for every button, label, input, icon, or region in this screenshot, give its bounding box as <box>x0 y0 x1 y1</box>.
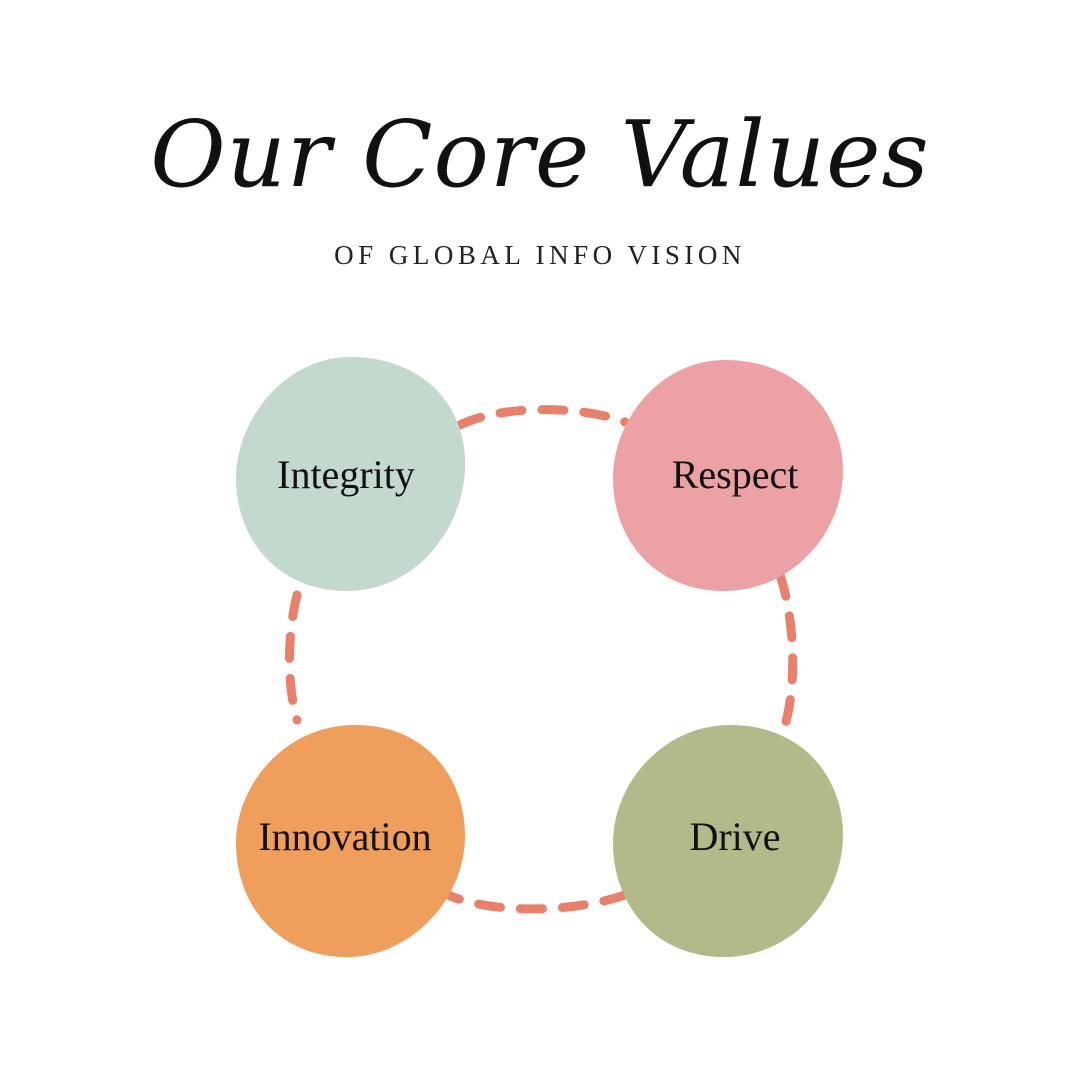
value-label-respect: Respect <box>672 452 799 497</box>
integrity-blob <box>236 357 466 592</box>
innovation-blob <box>236 725 466 958</box>
value-label-integrity: Integrity <box>277 452 415 497</box>
value-label-innovation: Innovation <box>258 814 431 859</box>
drive-blob <box>613 725 843 958</box>
value-node-drive: Drive <box>613 725 843 958</box>
value-node-innovation: Innovation <box>236 725 466 958</box>
value-label-drive: Drive <box>689 814 780 859</box>
value-node-respect: Respect <box>613 360 843 592</box>
respect-blob <box>613 360 843 592</box>
page-title: Our Core Values <box>150 101 930 208</box>
page-subtitle: OF GLOBAL INFO VISION <box>334 240 746 270</box>
value-node-integrity: Integrity <box>236 357 466 592</box>
connector-dashed-ring <box>285 405 798 914</box>
